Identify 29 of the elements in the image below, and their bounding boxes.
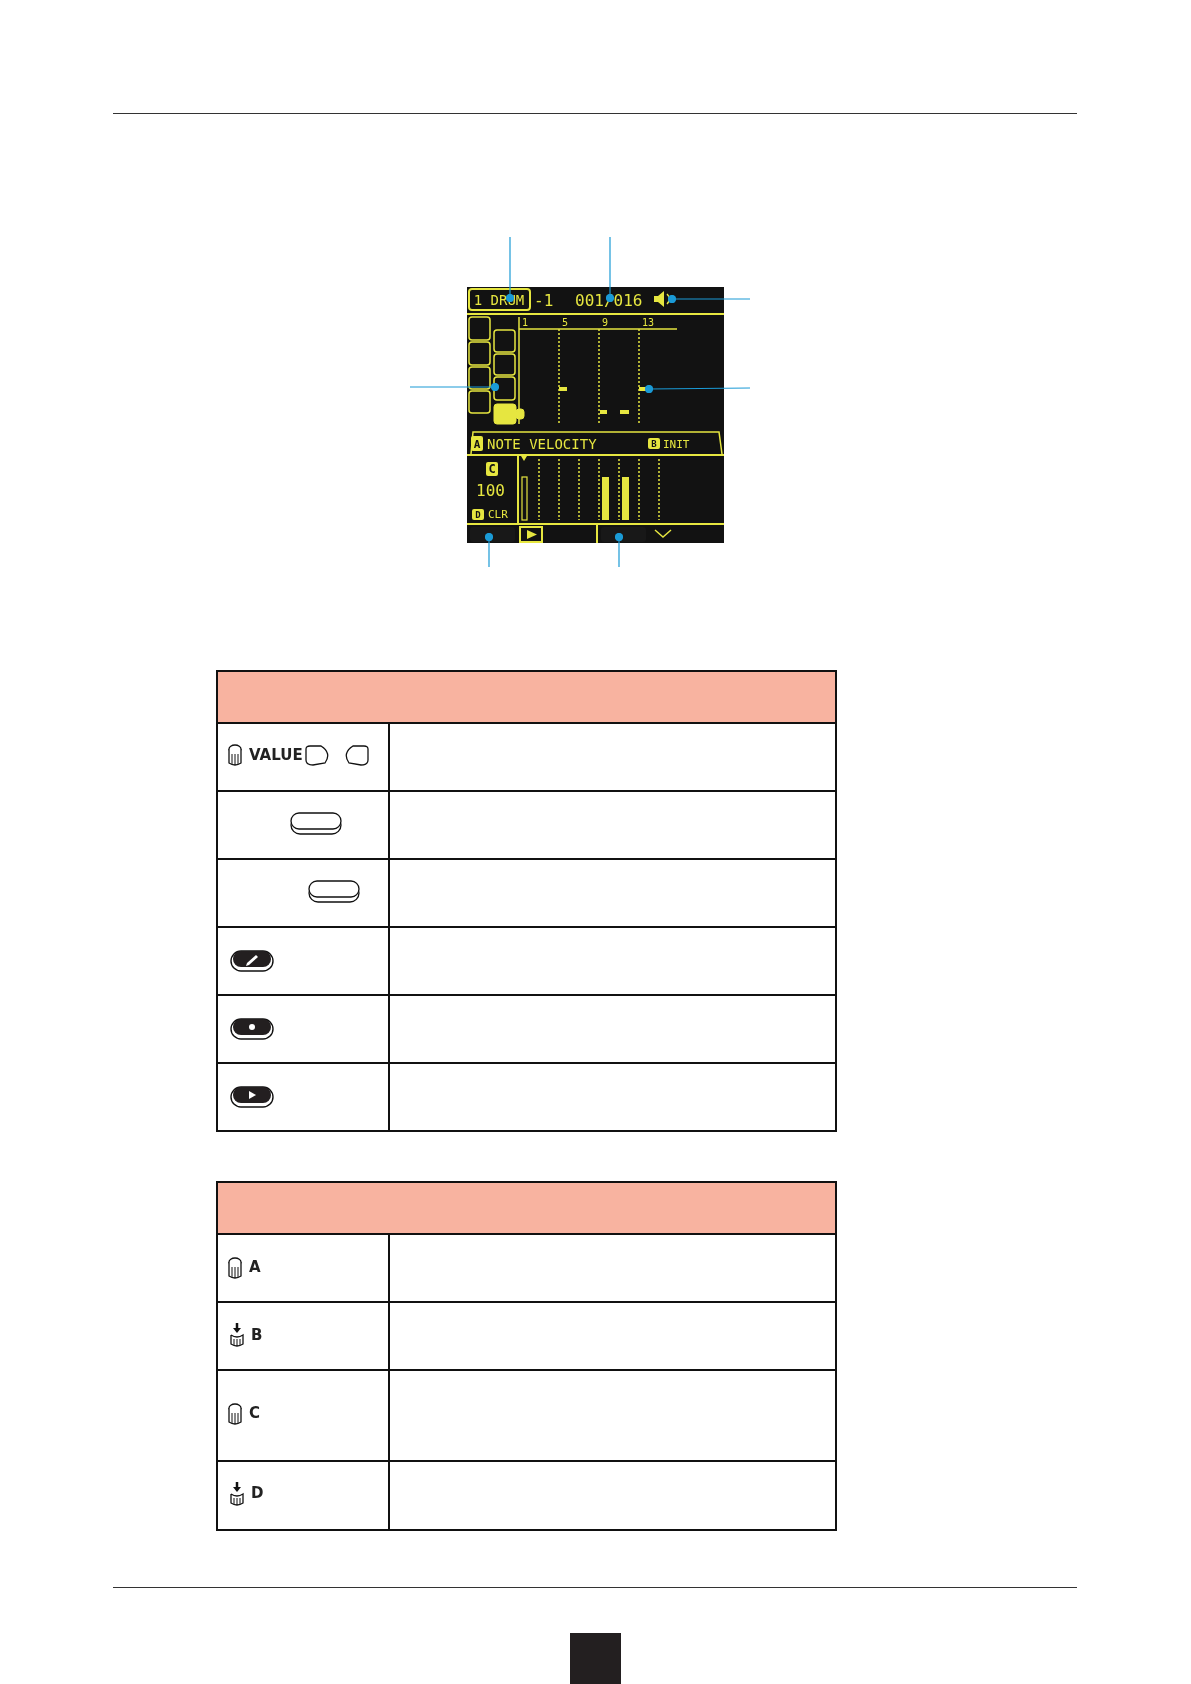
track-offset-text: -1 <box>534 291 554 310</box>
leader-line <box>614 532 624 568</box>
knob-letter-badge: A <box>471 436 483 451</box>
track-name-box: 1 DRUM <box>468 288 531 311</box>
leader-line <box>484 532 494 568</box>
step-number: 1 <box>522 317 529 328</box>
step-counter-text: 001/016 <box>575 291 643 310</box>
knob-letter: A <box>249 1258 261 1276</box>
function-text: INIT <box>663 438 690 451</box>
knob-letter-badge: D <box>472 509 484 520</box>
leader-line <box>644 384 751 394</box>
leader-line <box>409 382 500 392</box>
control-label: VALUE <box>249 746 303 764</box>
knob-letter-badge: B <box>648 438 660 449</box>
knob-letter: D <box>251 1484 264 1502</box>
leader-line <box>667 294 751 304</box>
drum-pad-grid <box>468 316 525 425</box>
leader-line <box>505 236 515 303</box>
value-text: 100 <box>476 481 505 500</box>
function-text: CLR <box>488 508 508 521</box>
step-number: 5 <box>562 317 569 328</box>
leader-line <box>605 236 615 303</box>
step-number: 13 <box>642 317 655 328</box>
parameter-title: NOTE VELOCITY <box>487 436 597 452</box>
knob-letter-badge: C <box>486 462 498 476</box>
speaker-icon <box>654 291 671 307</box>
step-number: 9 <box>602 317 609 328</box>
knob-letter: B <box>251 1326 263 1344</box>
knob-letter: C <box>249 1404 260 1422</box>
